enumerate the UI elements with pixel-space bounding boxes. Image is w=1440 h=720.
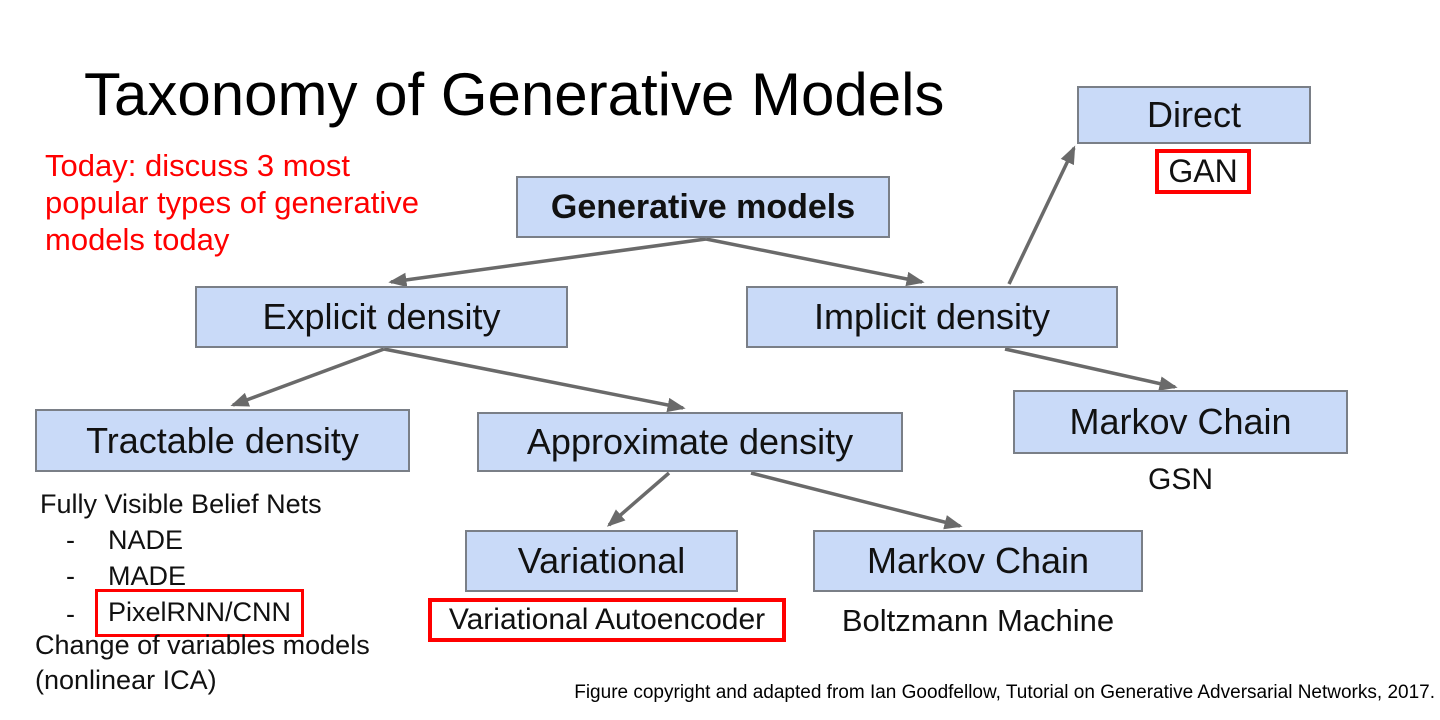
node-direct: Direct — [1077, 86, 1311, 144]
node-markov-chain-gsn: Markov Chain — [1013, 390, 1348, 454]
tractable-notes-extra: Change of variables models — [35, 630, 370, 660]
label-boltzmann-machine: Boltzmann Machine — [841, 603, 1115, 638]
label-gsn: GSN — [1147, 463, 1213, 496]
bullet-dash: - — [66, 525, 75, 555]
lecture-note-line: popular types of generative — [45, 185, 419, 220]
tractable-note-item-label: MADE — [108, 561, 187, 591]
lecture-note: Today: discuss 3 most popular types of g… — [45, 147, 419, 258]
node-implicit-density: Implicit density — [746, 286, 1118, 348]
tractable-notes-extra: (nonlinear ICA) — [35, 665, 217, 695]
bullet-dash: - — [66, 599, 75, 630]
arrow-approximate-to-variational — [606, 471, 671, 527]
lecture-note-line: models today — [45, 222, 230, 257]
node-explicit-density: Explicit density — [195, 286, 568, 348]
node-markov-chain-boltzmann: Markov Chain — [813, 530, 1143, 592]
tractable-note-item: -PixelRNN/CNN — [66, 589, 305, 637]
highlight-box-pixelrnn-cnn: PixelRNN/CNN — [95, 589, 305, 637]
arrow-explicit-to-tractable — [230, 347, 385, 407]
arrow-generative-to-implicit — [705, 237, 925, 287]
slide-title: Taxonomy of Generative Models — [84, 61, 945, 128]
arrow-approximate-to-markov-chain — [750, 471, 963, 530]
highlight-box-gan: GAN — [1155, 149, 1251, 194]
arrow-explicit-to-approximate — [383, 347, 686, 413]
bullet-dash: - — [66, 561, 75, 591]
arrow-implicit-to-direct — [1007, 145, 1076, 285]
node-variational: Variational — [465, 530, 738, 592]
lecture-note-line: Today: discuss 3 most — [45, 148, 350, 183]
tractable-note-item: - NADE — [66, 523, 183, 557]
arrow-generative-to-explicit — [388, 237, 707, 288]
arrow-implicit-to-markov-chain — [1004, 347, 1178, 391]
tractable-note-item-label: NADE — [108, 525, 184, 555]
node-tractable-density: Tractable density — [35, 409, 410, 472]
tractable-notes-heading: Fully Visible Belief Nets — [40, 489, 322, 519]
highlight-box-variational-autoencoder: Variational Autoencoder — [428, 598, 786, 642]
node-generative-models: Generative models — [516, 176, 890, 238]
tractable-note-item: - MADE — [66, 559, 186, 593]
node-approximate-density: Approximate density — [477, 412, 903, 472]
figure-credit: Figure copyright and adapted from Ian Go… — [574, 682, 1435, 703]
